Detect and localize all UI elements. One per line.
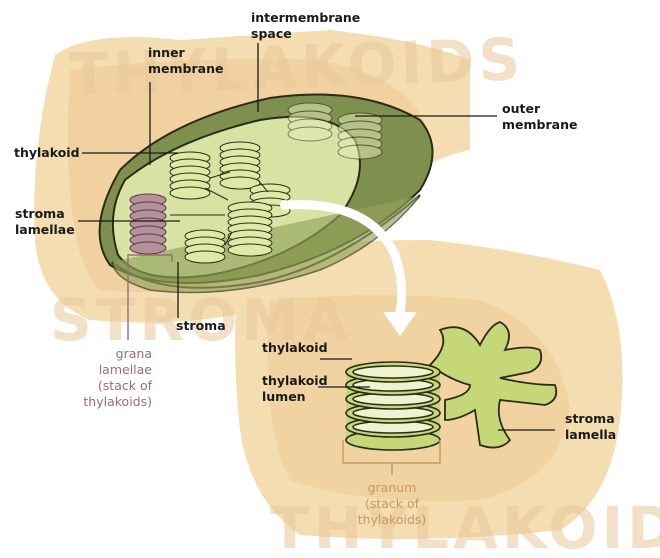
label-inner-membrane-2: membrane — [148, 61, 223, 76]
labels: intermembrane space inner membrane outer… — [14, 10, 616, 527]
zoom-detail — [345, 321, 558, 451]
label-stroma-lamellae-2: lamellae — [15, 222, 75, 237]
granum-4 — [227, 201, 273, 257]
zoom-arrow — [280, 200, 417, 336]
label-intermembrane-space-2: space — [251, 26, 292, 41]
leader-lines — [78, 43, 555, 475]
grana-stacks — [169, 141, 291, 264]
stroma-lamella-shape — [428, 321, 558, 449]
label-outer-membrane-2: membrane — [502, 117, 577, 132]
label-stroma-lamella-1: stroma — [565, 411, 615, 426]
label-thylakoid-lumen-1: thylakoid — [262, 373, 328, 388]
label-inner-membrane-1: inner — [148, 45, 186, 60]
label-outer-membrane-1: outer — [502, 101, 541, 116]
chloroplast — [98, 93, 434, 294]
label-granum-3: thylakoids) — [358, 512, 427, 527]
label-grana-lamellae-2: lamellae — [99, 362, 153, 377]
highlighted-granum — [129, 193, 167, 255]
label-intermembrane-space-1: intermembrane — [251, 10, 360, 25]
label-thylakoid-top: thylakoid — [14, 145, 80, 160]
label-grana-lamellae-4: thylakoids) — [83, 394, 152, 409]
label-stroma-lamellae-1: stroma — [15, 206, 65, 221]
label-thylakoid-zoom: thylakoid — [262, 340, 328, 355]
label-stroma-lamella-2: lamella — [565, 427, 616, 442]
label-stroma: stroma — [176, 318, 226, 333]
bg-word-bottom: THYLAKOIDS — [270, 494, 660, 558]
label-granum-2: (stack of — [365, 496, 420, 511]
zoom-granum — [345, 361, 441, 451]
granum-2 — [219, 141, 261, 190]
granum-1 — [169, 151, 211, 200]
label-granum-1: granum — [368, 480, 417, 495]
label-grana-lamellae-1: grana — [116, 346, 152, 361]
label-thylakoid-lumen-2: lumen — [262, 389, 306, 404]
label-grana-lamellae-3: (stack of — [98, 378, 153, 393]
bg-word-middle: STROMA — [50, 286, 352, 354]
granum-5 — [184, 229, 226, 264]
